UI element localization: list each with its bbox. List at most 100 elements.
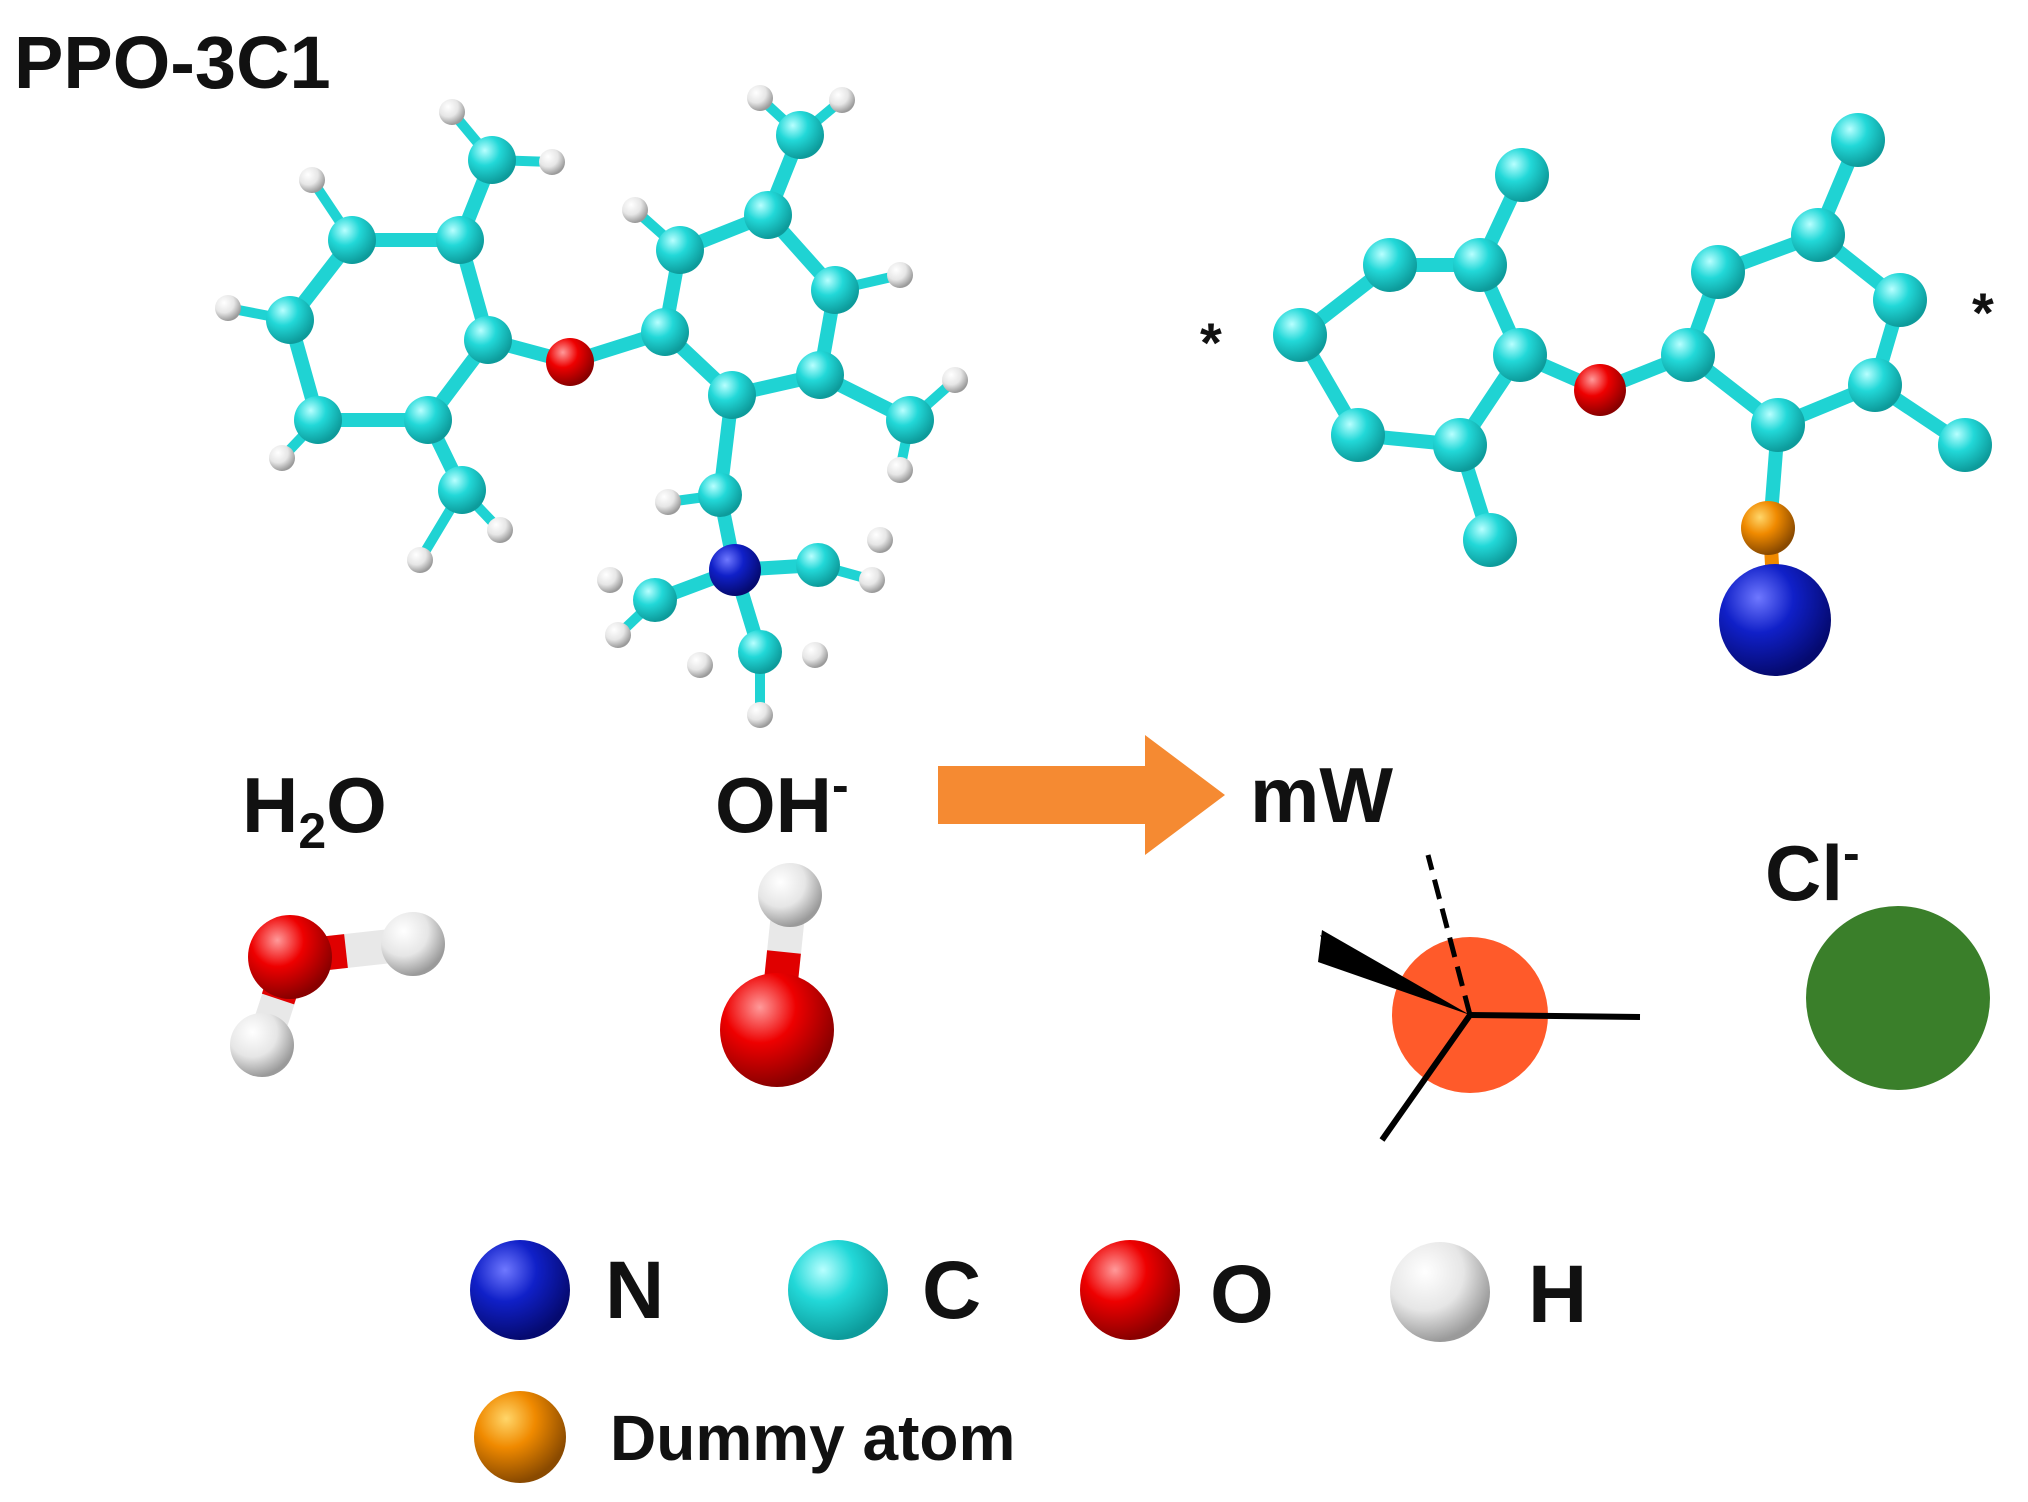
carbon-atom xyxy=(633,578,677,622)
carbon-atom xyxy=(266,296,314,344)
hydrogen-atom xyxy=(887,457,913,483)
carbon-atom xyxy=(811,266,859,314)
carbon-bead xyxy=(1848,358,1902,412)
molecule-title: PPO-3C1 xyxy=(14,21,331,104)
all-atom-ppo-model xyxy=(215,85,968,728)
oxygen-bead xyxy=(1574,364,1626,416)
water-oxygen-atom xyxy=(248,915,332,999)
hydrogen-atom xyxy=(269,445,295,471)
water-hydrogen-atom xyxy=(381,912,445,976)
mw-water-group: mW xyxy=(1250,751,1641,1142)
carbon-atom xyxy=(464,316,512,364)
carbon-atom xyxy=(744,191,792,239)
hydrogen-atom xyxy=(687,652,713,678)
carbon-bead xyxy=(1273,308,1327,362)
hydrogen-atom xyxy=(407,547,433,573)
carbon-atom xyxy=(641,308,689,356)
carbon-bead xyxy=(1691,245,1745,299)
carbon-atom xyxy=(468,136,516,184)
mapping-arrow xyxy=(938,735,1225,855)
carbon-bead xyxy=(1938,418,1992,472)
hydrogen-atom xyxy=(887,262,913,288)
carbon-atom xyxy=(886,396,934,444)
carbon-bead xyxy=(1791,208,1845,262)
carbon-bead xyxy=(1831,113,1885,167)
carbon-bead xyxy=(1463,513,1517,567)
legend-swatch-carbon xyxy=(788,1240,888,1340)
legend-item-oxygen: O xyxy=(1080,1240,1274,1340)
polymer-end-star-right: * xyxy=(1972,281,1994,344)
hydrogen-atom xyxy=(605,622,631,648)
dummy-atom-bead xyxy=(1741,501,1795,555)
water-molecule-group: H2O xyxy=(230,761,445,1077)
hydrogen-atom xyxy=(597,567,623,593)
carbon-atom xyxy=(294,396,342,444)
legend-swatch-oxygen xyxy=(1080,1240,1180,1340)
legend-swatch-dummy-atom xyxy=(474,1391,566,1483)
carbon-atom xyxy=(708,371,756,419)
legend-item-dummy-atom: Dummy atom xyxy=(474,1391,1015,1483)
legend-swatch-nitrogen xyxy=(470,1240,570,1340)
carbon-bead xyxy=(1661,328,1715,382)
coarse-grained-ppo-model: * * xyxy=(1200,113,1994,676)
legend-label-carbon: C xyxy=(922,1245,981,1336)
carbon-atom xyxy=(436,216,484,264)
chloride-bead xyxy=(1806,906,1990,1090)
hydrogen-atom xyxy=(215,295,241,321)
hydrogen-atom xyxy=(539,149,565,175)
polymer-end-star-left: * xyxy=(1200,311,1222,374)
oxygen-atom xyxy=(546,338,594,386)
hydroxide-ion-group: OH- xyxy=(715,757,849,1087)
hydroxide-oxygen-atom xyxy=(720,973,834,1087)
hydrogen-atom xyxy=(802,642,828,668)
carbon-atom xyxy=(698,473,742,517)
atom-legend: N C O H Dummy atom xyxy=(470,1240,1587,1483)
legend-swatch-hydrogen xyxy=(1390,1242,1490,1342)
hydrogen-atom xyxy=(439,99,465,125)
hydrogen-atom xyxy=(622,197,648,223)
carbon-bead xyxy=(1363,238,1417,292)
hydrogen-atom xyxy=(487,517,513,543)
legend-item-nitrogen: N xyxy=(470,1240,664,1340)
carbon-bead xyxy=(1453,238,1507,292)
hydrogen-atom xyxy=(942,367,968,393)
carbon-atom xyxy=(776,111,824,159)
chloride-label: Cl- xyxy=(1765,825,1860,917)
hydrogen-atom xyxy=(867,527,893,553)
legend-label-nitrogen: N xyxy=(605,1245,664,1336)
hydrogen-atom xyxy=(655,489,681,515)
hydrogen-atom xyxy=(859,567,885,593)
carbon-bead xyxy=(1495,148,1549,202)
hydrogen-atom xyxy=(829,87,855,113)
legend-label-oxygen: O xyxy=(1210,1249,1274,1340)
hydroxide-label: OH- xyxy=(715,757,849,849)
carbon-atom xyxy=(738,630,782,674)
legend-item-carbon: C xyxy=(788,1240,981,1340)
all-atom-spheres xyxy=(215,85,968,728)
carbon-atom xyxy=(796,351,844,399)
water-label: H2O xyxy=(242,761,387,859)
legend-item-hydrogen: H xyxy=(1390,1242,1587,1342)
carbon-bead xyxy=(1873,273,1927,327)
hydrogen-atom xyxy=(299,167,325,193)
water-hydrogen-atom xyxy=(230,1013,294,1077)
mw-label: mW xyxy=(1250,751,1393,839)
coarse-grained-spheres xyxy=(1273,113,1992,676)
hydrogen-atom xyxy=(747,702,773,728)
carbon-atom xyxy=(404,396,452,444)
nitrogen-bead xyxy=(1719,564,1831,676)
carbon-atom xyxy=(656,226,704,274)
carbon-atom xyxy=(796,543,840,587)
hydroxide-hydrogen-atom xyxy=(758,863,822,927)
carbon-bead xyxy=(1751,398,1805,452)
legend-label-dummy-atom: Dummy atom xyxy=(610,1402,1015,1474)
carbon-bead xyxy=(1433,418,1487,472)
legend-label-hydrogen: H xyxy=(1528,1249,1587,1340)
carbon-bead xyxy=(1493,328,1547,382)
carbon-atom xyxy=(328,216,376,264)
carbon-atom xyxy=(438,466,486,514)
carbon-bead xyxy=(1331,408,1385,462)
hydrogen-atom xyxy=(747,85,773,111)
nitrogen-atom xyxy=(709,544,761,596)
